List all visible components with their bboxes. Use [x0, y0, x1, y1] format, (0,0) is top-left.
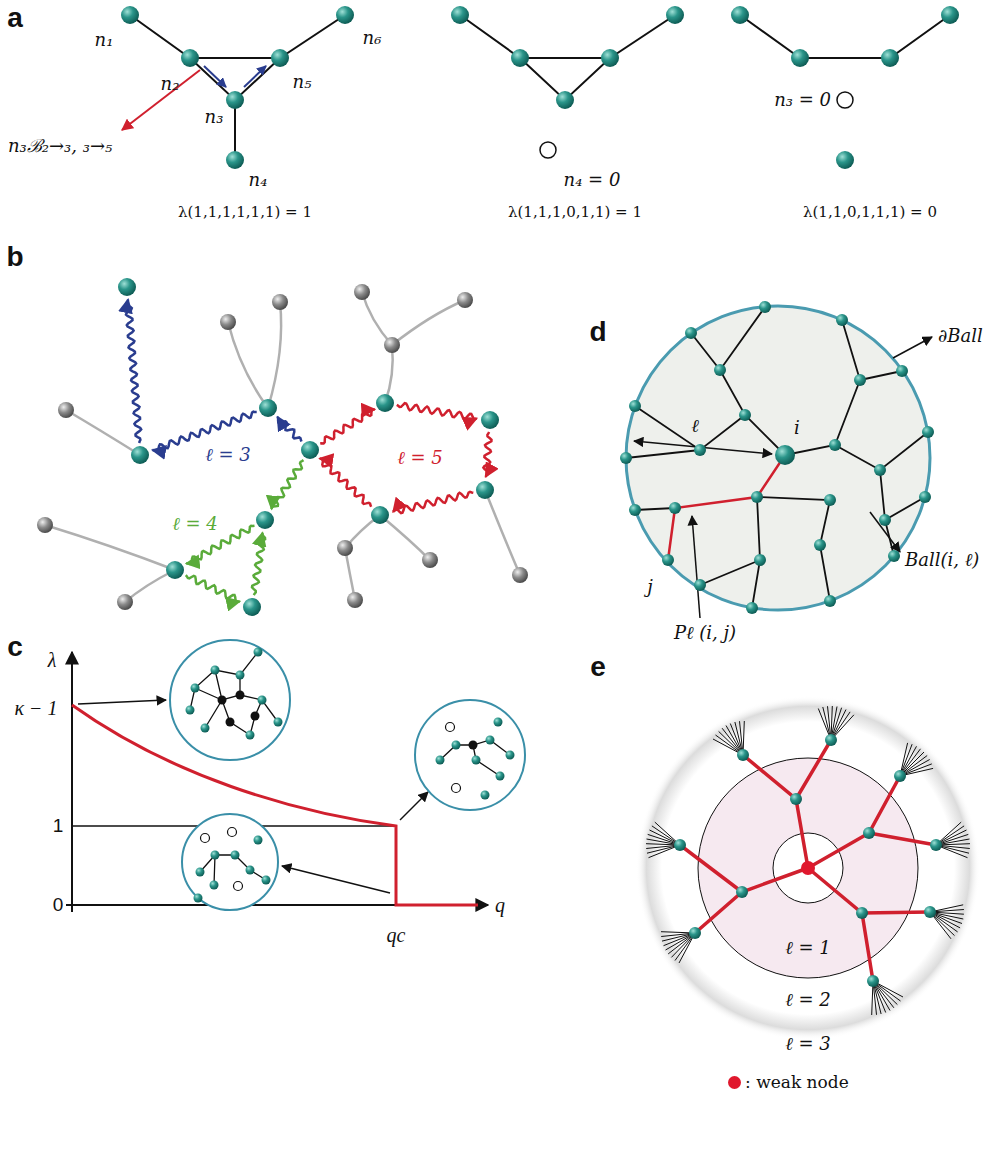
panel-a-graphs	[130, 15, 950, 160]
lambda-value: λ(1,1,1,1,1,1) = 1	[178, 204, 312, 221]
lambda-value: λ(1,1,1,0,1,1) = 1	[508, 204, 642, 221]
node-label: n₃	[205, 107, 224, 128]
panel-letter: d	[589, 316, 606, 348]
walk-segment	[252, 533, 265, 595]
layer-label: ℓ = 3	[785, 1034, 830, 1055]
path-label: Pℓ (i, j)	[674, 623, 736, 644]
walk-segment	[483, 432, 491, 477]
walk-paths	[126, 300, 492, 602]
layer-label: ℓ = 2	[785, 990, 830, 1011]
legend-row: : weak node	[728, 1072, 849, 1092]
panel-letter: c	[7, 631, 23, 663]
loop-length: ℓ = 3	[205, 445, 250, 466]
boundary-label: ∂Ball	[938, 326, 983, 347]
walk-arrows	[122, 66, 266, 130]
node-label: i	[794, 418, 800, 439]
removed-node: n₃ = 0	[774, 90, 831, 111]
walk-segment	[320, 409, 375, 443]
panel-letter: e	[590, 651, 606, 683]
lambda-value: λ(1,1,0,1,1,1) = 0	[803, 204, 937, 221]
panel-a-nodes	[121, 6, 959, 169]
node-label: n₆	[363, 28, 382, 49]
ball-nodes	[620, 301, 934, 614]
weak-node-nodes	[674, 734, 942, 987]
walk-segment	[277, 417, 301, 442]
walk-segment	[186, 575, 240, 602]
layer-label: ℓ = 1	[785, 938, 830, 959]
panel-b-nodes	[37, 278, 528, 616]
node-label: n₄	[249, 170, 268, 191]
axis-tick: κ − 1	[14, 697, 57, 720]
weak-node-diagram	[636, 696, 980, 1040]
walk-segment	[126, 300, 141, 444]
walk-weight: n₃ℬ₂→₃, ₃→₅	[8, 136, 112, 157]
ball-diagram	[626, 306, 932, 618]
ball-label: Ball(i, ℓ)	[905, 550, 979, 571]
removed-node: n₄ = 0	[564, 170, 621, 191]
legend-swatch	[728, 1076, 741, 1089]
panel-letter: a	[7, 2, 23, 34]
walk-segment	[397, 403, 477, 419]
loop-length: ℓ = 4	[172, 514, 217, 535]
axis-label: q	[495, 894, 505, 917]
loop-length: ℓ = 5	[397, 448, 442, 469]
radius-label: ℓ	[691, 416, 699, 437]
panel-letter: b	[6, 241, 23, 273]
critical-point: qc	[387, 924, 406, 947]
node-label: n₁	[95, 30, 114, 51]
axis-tick: 1	[53, 815, 64, 837]
walk-segment	[393, 492, 473, 513]
node-label: n₅	[293, 72, 312, 93]
node-label: j	[647, 577, 653, 598]
inset-nodes	[186, 648, 515, 903]
axis-tick: 0	[53, 894, 64, 916]
axis-label: λ	[48, 649, 57, 672]
walk-segment	[320, 459, 372, 507]
legend-text: : weak node	[745, 1072, 849, 1092]
phase-plot	[66, 640, 525, 912]
panel-b-branches	[45, 292, 520, 602]
walk-segment	[272, 460, 304, 509]
node-label: n₂	[161, 74, 180, 95]
